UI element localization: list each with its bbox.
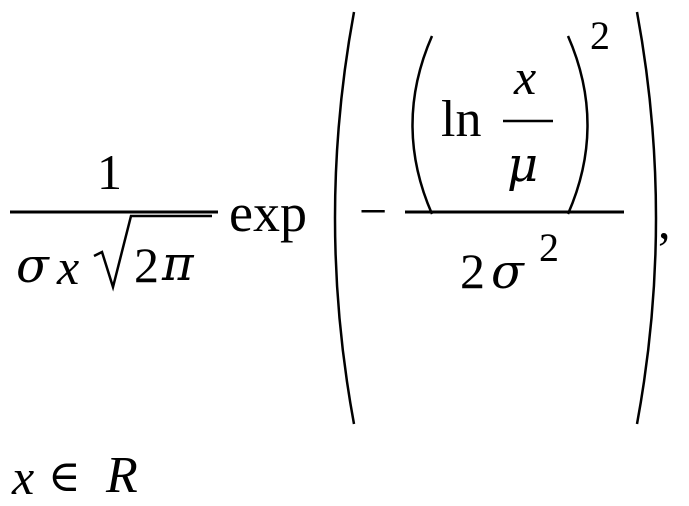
x-variable: x xyxy=(57,239,80,295)
sqrt-sign xyxy=(93,214,212,292)
minus-sign: − xyxy=(359,183,388,239)
pi-symbol: π xyxy=(162,236,194,292)
denominator-two: 2 xyxy=(460,243,485,299)
mu-symbol: μ xyxy=(507,137,539,193)
element-of-symbol: ∈ xyxy=(48,451,81,502)
big-left-paren xyxy=(333,11,356,425)
square-exponent: 2 xyxy=(590,13,610,58)
exp-function: exp xyxy=(229,183,307,243)
reals-symbol: R xyxy=(106,447,138,504)
sqrt-two: 2 xyxy=(134,237,159,293)
numerator-one: 1 xyxy=(97,144,122,200)
sigma-denominator: σ xyxy=(491,244,524,300)
ln-left-paren xyxy=(411,35,434,215)
ln-function: ln xyxy=(441,91,482,148)
sigma-squared-exponent: 2 xyxy=(539,225,559,270)
ln-right-paren xyxy=(566,35,589,215)
x-numerator: x xyxy=(514,49,537,105)
big-right-paren xyxy=(635,11,658,425)
trailing-comma: , xyxy=(658,193,671,249)
domain-x: x xyxy=(12,449,35,505)
sigma-symbol: σ xyxy=(16,238,49,294)
